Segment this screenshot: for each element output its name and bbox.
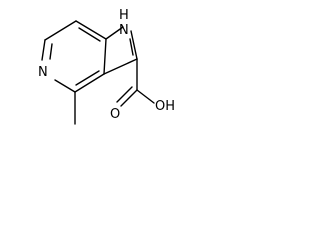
bond	[54, 79, 76, 93]
bond-double	[75, 70, 100, 86]
atom-label-n-pyridine: N	[38, 65, 48, 80]
bond-double	[129, 38, 134, 56]
atom-labels: H N N OH O	[38, 8, 175, 122]
structure-diagram: H N N OH O	[38, 8, 175, 125]
bond-double	[116, 86, 133, 103]
bond	[75, 20, 107, 40]
bond-double	[49, 43, 53, 60]
atom-label-n-pyrrole: N	[119, 23, 129, 38]
bond	[74, 73, 105, 93]
bond-double	[78, 27, 101, 42]
bond	[130, 30, 138, 60]
atom-label-o: O	[110, 107, 120, 122]
bond	[103, 58, 138, 75]
atom-label-oh: OH	[155, 99, 175, 114]
bonds	[41, 20, 155, 125]
bond	[41, 39, 46, 61]
bond	[103, 38, 107, 75]
bond	[136, 89, 155, 104]
bond	[120, 89, 138, 107]
atom-label-h: H	[119, 8, 129, 23]
bond	[105, 26, 124, 40]
bond	[44, 20, 77, 41]
